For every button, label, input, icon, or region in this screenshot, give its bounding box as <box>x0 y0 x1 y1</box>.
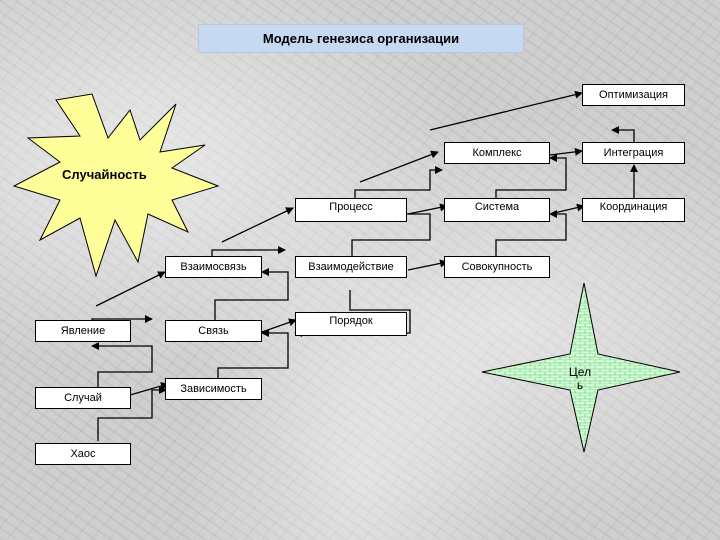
box-sovokupnost: Совокупность <box>444 256 550 278</box>
box-vzaimosvyaz: Взаимосвязь <box>165 256 262 278</box>
box-kompleks: Комплекс <box>444 142 550 164</box>
goal-star-label: Цел ь <box>568 365 592 392</box>
burst-label: Случайность <box>62 167 147 182</box>
connector-sistema-kompleks <box>495 154 567 210</box>
arrow-vzaimosvyaz-process <box>221 207 294 243</box>
box-poryadok: Порядок <box>295 312 407 336</box>
connector-process-sistema <box>354 166 443 205</box>
box-sluchay: Случай <box>35 387 131 409</box>
box-optimizaciya: Оптимизация <box>582 84 685 106</box>
connector-zavisimost-svyaz <box>217 329 289 387</box>
box-zavisimost: Зависимость <box>165 378 262 400</box>
connector-svyaz-vzaimosvyaz <box>214 268 289 320</box>
connector-sovokupnost-sistema <box>495 210 567 256</box>
arrow-kompleks-optimizaciya <box>429 90 583 131</box>
arrow-sluchay-zavisimost <box>129 382 169 396</box>
box-process: Процесс <box>295 198 407 222</box>
connector-sluchay-yavlenie <box>91 342 153 387</box>
connector-haos-sluchay <box>97 386 167 441</box>
arrow-vzaimodeystvie-sovokupnost <box>407 259 448 271</box>
burst-shape <box>12 93 220 278</box>
box-svyaz: Связь <box>165 320 262 342</box>
box-sistema: Система <box>444 198 550 222</box>
goal-star-shape <box>481 282 681 453</box>
box-vzaimodeystvie: Взаимодействие <box>295 256 407 278</box>
arrow-sistema-koordinaciya <box>549 203 585 215</box>
diagram-title: Модель генезиса организации <box>198 24 524 53</box>
box-yavlenie: Явление <box>35 320 131 342</box>
box-koordinaciya: Координация <box>582 198 685 222</box>
arrow-process-kompleks <box>359 150 439 183</box>
connector-vzaimodeystvie-process <box>351 210 431 256</box>
box-haos: Хаос <box>35 443 131 465</box>
arrow-process-sistema <box>407 203 448 215</box>
arrow-yavlenie-vzaimosvyaz <box>95 271 166 307</box>
arrow-svyaz-poryadok <box>261 318 297 333</box>
box-integraciya: Интеграция <box>582 142 685 164</box>
arrow-kompleks-integraciya <box>549 147 583 156</box>
